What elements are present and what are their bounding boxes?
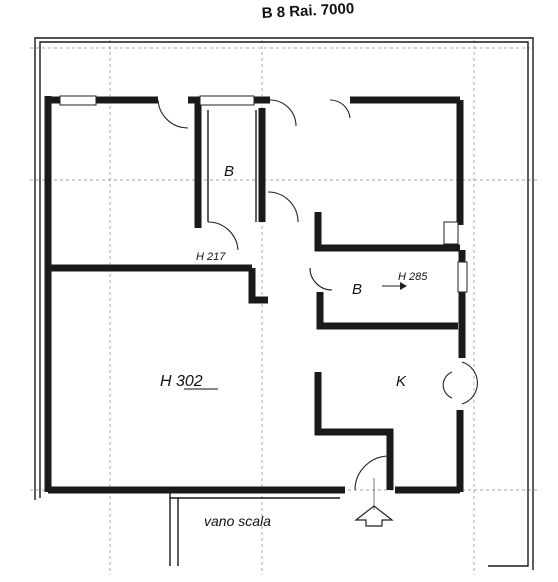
stairwell-label: vano scala — [204, 513, 271, 529]
stair-arrow — [354, 478, 394, 527]
bath-arrow — [382, 282, 407, 290]
door-swings — [157, 99, 478, 491]
living-height-label: H 302 — [160, 373, 203, 390]
header-text: B 8 Rai. 7000 — [261, 0, 354, 22]
bath-lower-label: B — [352, 281, 362, 298]
outer-perimeter — [34, 37, 534, 570]
bath-upper-label: B — [224, 163, 234, 180]
interior-walls — [48, 100, 460, 566]
kitchen-label: K — [396, 373, 407, 390]
bath-height-label: H 285 — [398, 271, 428, 283]
corridor-height-label: H 217 — [196, 251, 226, 263]
window-openings — [59, 95, 468, 293]
